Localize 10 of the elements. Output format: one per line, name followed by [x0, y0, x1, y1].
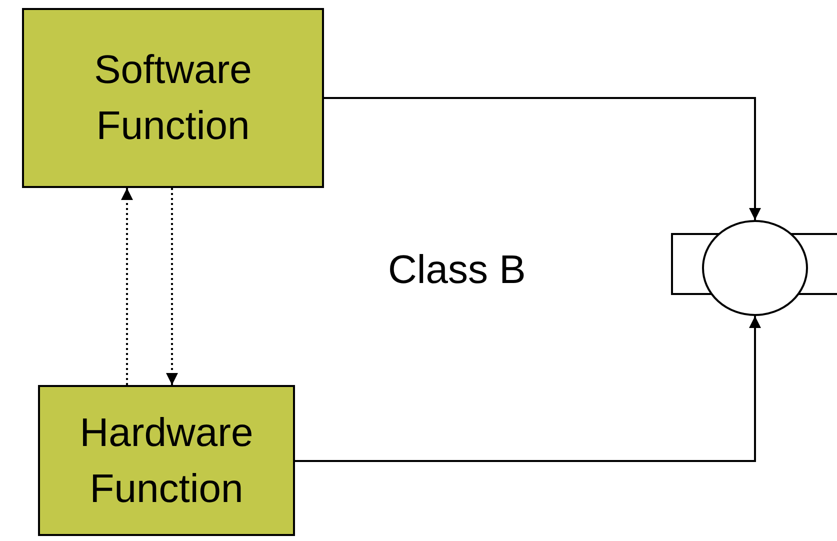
circle-shape: [702, 220, 808, 316]
function-box: [22, 8, 324, 188]
class-label: Class B: [388, 248, 526, 293]
function-box: [38, 385, 295, 536]
dotted-arrow: [166, 188, 178, 385]
dotted-arrow: [121, 188, 133, 385]
box-label: Software Function: [93, 47, 253, 150]
box-label: Hardware Function: [78, 410, 254, 512]
arrow: [324, 97, 761, 220]
arrow: [295, 316, 761, 462]
